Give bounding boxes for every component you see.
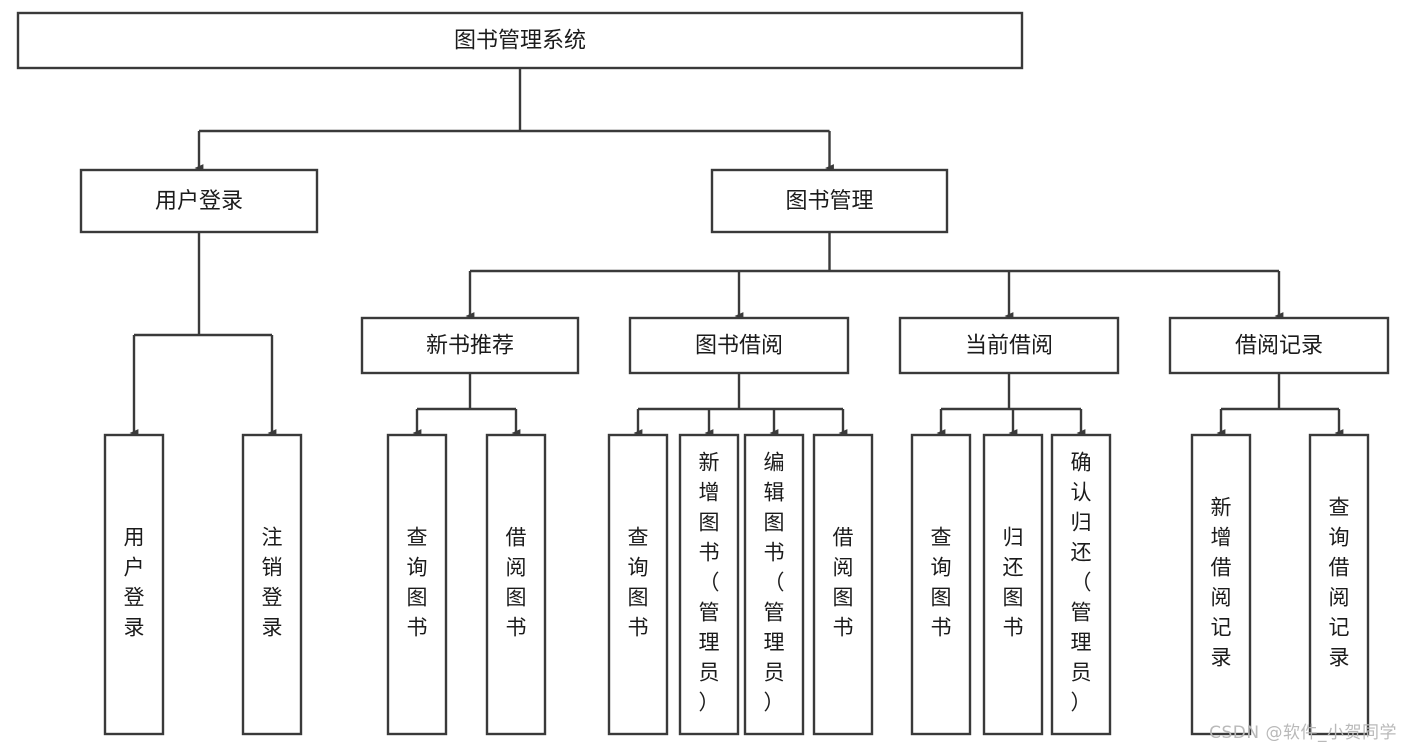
node-leaf-user-login-label: 用户登录 <box>124 526 145 640</box>
node-leaf-logout[interactable]: 注销登录 <box>241 433 303 736</box>
node-leaf-add-record-box[interactable] <box>1190 433 1252 736</box>
node-book-manage-box[interactable] <box>710 168 949 234</box>
node-leaf-logout-box[interactable] <box>241 433 303 736</box>
node-root-system-label: 图书管理系统 <box>454 29 586 54</box>
node-root-system[interactable]: 图书管理系统 <box>16 11 1024 70</box>
node-leaf-logout-label: 注销登录 <box>262 526 283 640</box>
node-leaf-return-book-box[interactable] <box>982 433 1044 736</box>
node-leaf-add-record[interactable]: 新增借阅记录 <box>1190 433 1252 736</box>
node-leaf-query-book-borrow-box[interactable] <box>607 433 669 736</box>
node-borrow-record-label: 借阅记录 <box>1235 334 1323 359</box>
node-leaf-borrow-book[interactable]: 借阅图书 <box>812 433 874 736</box>
connectors-layer <box>129 68 1344 437</box>
node-leaf-borrow-book-label: 借阅图书 <box>833 526 854 640</box>
node-leaf-confirm-return[interactable]: 确认归还（管理员） <box>1050 433 1112 736</box>
node-leaf-query-record-label: 查询借阅记录 <box>1329 496 1350 670</box>
node-leaf-borrow-book-rec-box[interactable] <box>485 433 547 736</box>
node-book-manage-label: 图书管理 <box>785 189 873 214</box>
node-leaf-confirm-return-box[interactable] <box>1050 433 1112 736</box>
node-leaf-borrow-book-rec[interactable]: 借阅图书 <box>485 433 547 736</box>
node-book-manage[interactable]: 图书管理 <box>710 168 949 234</box>
node-leaf-add-record-label: 新增借阅记录 <box>1211 496 1232 670</box>
node-new-book-rec-label: 新书推荐 <box>426 334 514 359</box>
node-boxes-layer: 图书管理系统用户登录图书管理新书推荐图书借阅当前借阅借阅记录用户登录注销登录查询… <box>16 11 1390 736</box>
node-book-borrow-label: 图书借阅 <box>695 334 783 359</box>
node-leaf-edit-book-label: 编辑图书（管理员） <box>764 451 785 715</box>
node-leaf-add-book-label: 新增图书（管理员） <box>699 451 720 715</box>
node-book-borrow-box[interactable] <box>628 316 850 375</box>
node-leaf-query-book-current[interactable]: 查询图书 <box>910 433 972 736</box>
node-leaf-add-book-box[interactable] <box>678 433 740 736</box>
node-leaf-query-book-rec-label: 查询图书 <box>407 526 428 640</box>
node-leaf-query-record-box[interactable] <box>1308 433 1370 736</box>
node-leaf-borrow-book-box[interactable] <box>812 433 874 736</box>
node-leaf-query-book-borrow-label: 查询图书 <box>628 526 649 640</box>
node-leaf-query-book-current-label: 查询图书 <box>931 526 952 640</box>
node-leaf-query-book-rec-box[interactable] <box>386 433 448 736</box>
node-new-book-rec[interactable]: 新书推荐 <box>360 316 580 375</box>
node-book-borrow[interactable]: 图书借阅 <box>628 316 850 375</box>
node-borrow-record[interactable]: 借阅记录 <box>1168 316 1390 375</box>
node-leaf-query-book-current-box[interactable] <box>910 433 972 736</box>
node-current-borrow-label: 当前借阅 <box>965 334 1053 359</box>
node-leaf-confirm-return-label: 确认归还（管理员） <box>1071 451 1092 715</box>
node-leaf-query-book-borrow[interactable]: 查询图书 <box>607 433 669 736</box>
node-new-book-rec-box[interactable] <box>360 316 580 375</box>
node-leaf-add-book[interactable]: 新增图书（管理员） <box>678 433 740 736</box>
node-borrow-record-box[interactable] <box>1168 316 1390 375</box>
node-user-login[interactable]: 用户登录 <box>79 168 319 234</box>
node-user-login-label: 用户登录 <box>155 189 243 214</box>
node-leaf-query-book-rec[interactable]: 查询图书 <box>386 433 448 736</box>
node-leaf-user-login[interactable]: 用户登录 <box>103 433 165 736</box>
node-current-borrow-box[interactable] <box>898 316 1120 375</box>
node-leaf-edit-book[interactable]: 编辑图书（管理员） <box>743 433 805 736</box>
node-user-login-box[interactable] <box>79 168 319 234</box>
node-leaf-return-book-label: 归还图书 <box>1003 526 1024 640</box>
node-leaf-return-book[interactable]: 归还图书 <box>982 433 1044 736</box>
node-root-system-box[interactable] <box>16 11 1024 70</box>
node-leaf-edit-book-box[interactable] <box>743 433 805 736</box>
node-current-borrow[interactable]: 当前借阅 <box>898 316 1120 375</box>
csdn-watermark: CSDN @软件_小贺同学 <box>1209 723 1397 743</box>
node-leaf-user-login-box[interactable] <box>103 433 165 736</box>
node-leaf-query-record[interactable]: 查询借阅记录 <box>1308 433 1370 736</box>
node-leaf-borrow-book-rec-label: 借阅图书 <box>506 526 527 640</box>
